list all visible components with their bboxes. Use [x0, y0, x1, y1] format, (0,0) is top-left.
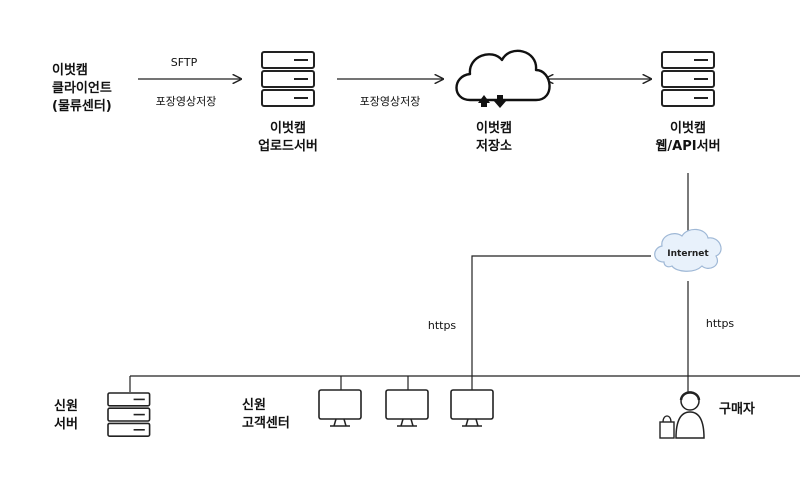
- call-center-label: 신원 고객센터: [242, 397, 290, 433]
- shinwon-server-label-line2: 서버: [54, 417, 78, 432]
- web-server-label-line2: 웹/API서버: [655, 139, 721, 154]
- buyer-label: 구매자: [719, 402, 755, 417]
- web-server-icon: [661, 51, 715, 107]
- upload-server-label-line2: 업로드서버: [258, 139, 318, 154]
- upload-server-label-line1: 이벗캠: [270, 121, 306, 136]
- monitor-icon: [318, 389, 362, 427]
- internet-label: Internet: [667, 249, 709, 259]
- upload-server-label: 이벗캠 업로드서버: [258, 120, 318, 156]
- internet-cloud-icon: Internet: [654, 228, 722, 272]
- edge-label-store-1: 포장영상저장: [155, 95, 217, 108]
- monitor-icon: [385, 389, 429, 427]
- client-label: 이벗캠 클라이언트 (물류센터): [52, 62, 112, 116]
- web-server-label: 이벗캠 웹/API서버: [655, 120, 720, 156]
- edge-label-sftp: SFTP: [170, 56, 198, 69]
- shinwon-server-label-line1: 신원: [54, 399, 78, 414]
- client-label-line3: (물류센터): [52, 99, 112, 114]
- storage-label: 이벗캠 저장소: [476, 120, 512, 156]
- cloud-storage-icon: [455, 49, 551, 108]
- shinwon-server-icon: [107, 392, 151, 438]
- client-label-line2: 클라이언트: [52, 81, 112, 96]
- monitor-icon: [450, 389, 494, 427]
- call-center-label-line2: 고객센터: [242, 416, 290, 431]
- web-server-label-line1: 이벗캠: [670, 121, 706, 136]
- shinwon-server-label: 신원 서버: [54, 398, 78, 434]
- edge-label-store-2: 포장영상저장: [359, 95, 421, 108]
- edge-label-https-buyer: https: [705, 317, 735, 330]
- buyer-icon: [659, 391, 705, 439]
- storage-label-line1: 이벗캠: [476, 121, 512, 136]
- client-label-line1: 이벗캠: [52, 63, 88, 78]
- edge-label-https-center: https: [427, 319, 457, 332]
- edge-internet-callcenter: [471, 255, 651, 390]
- upload-server-icon: [261, 51, 315, 107]
- call-center-label-line1: 신원: [242, 398, 266, 413]
- storage-label-line2: 저장소: [476, 139, 512, 154]
